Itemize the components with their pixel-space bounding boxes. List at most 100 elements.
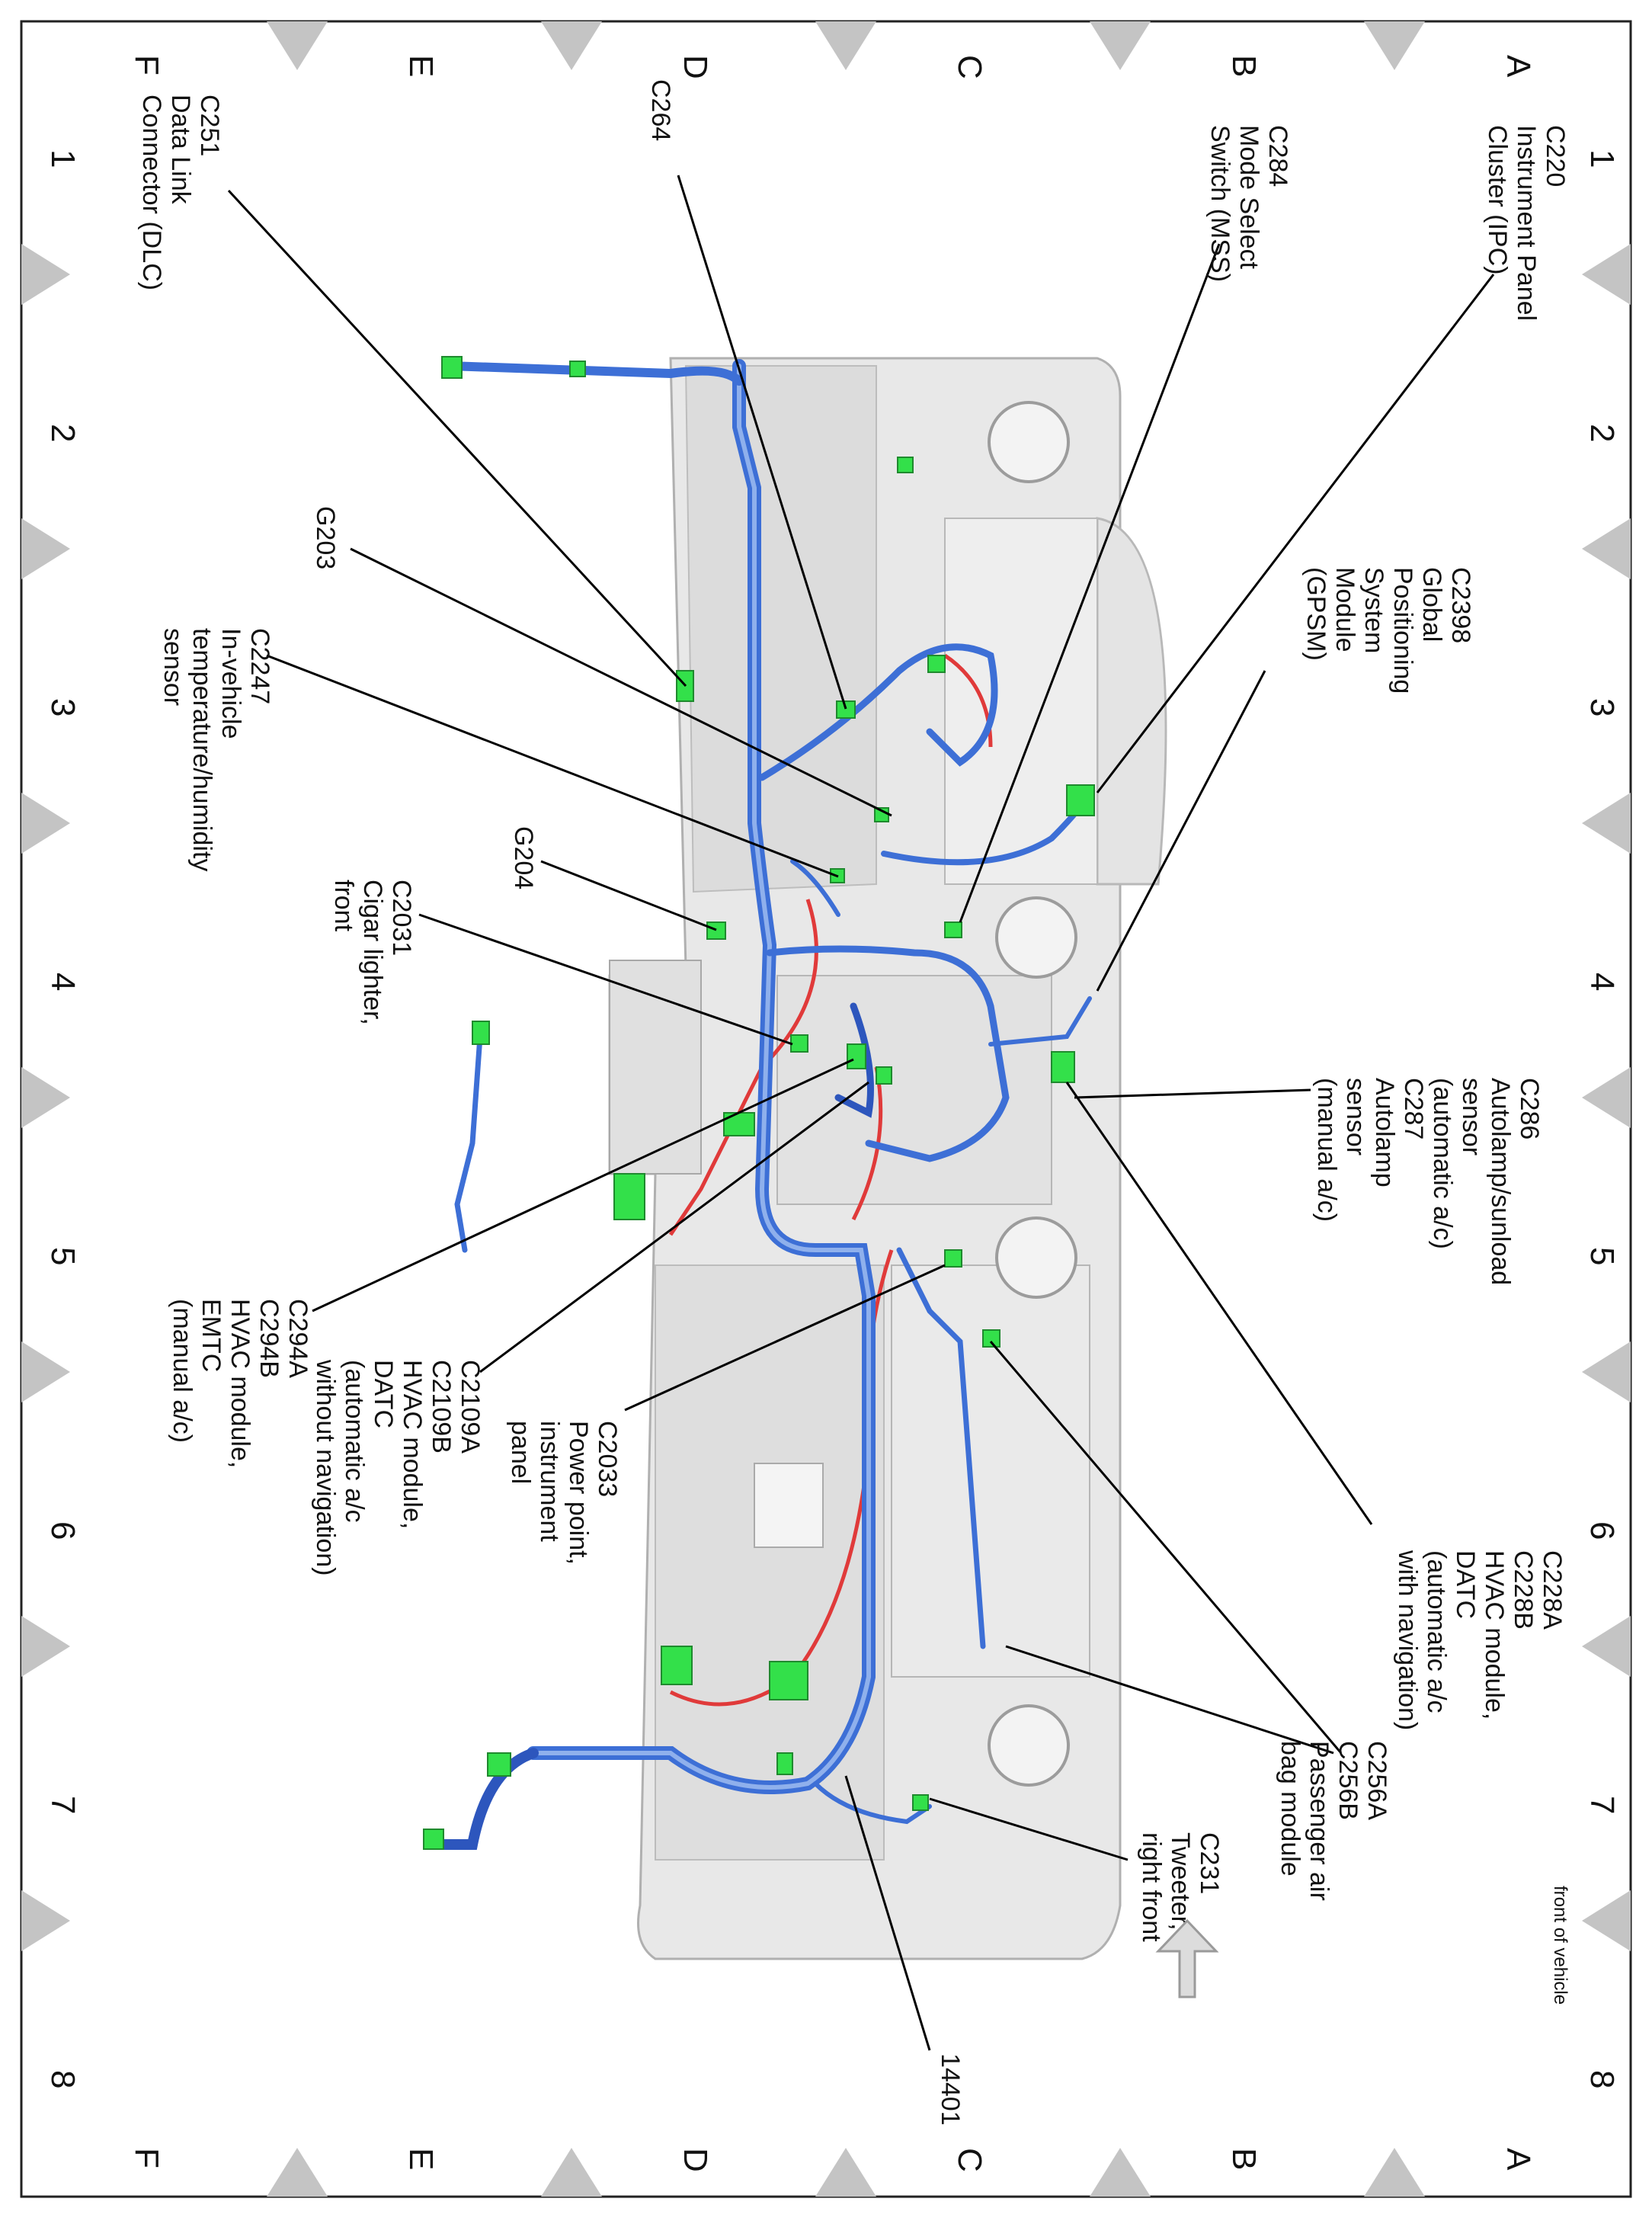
connector — [1051, 1051, 1075, 1083]
label-line: temperature/humidity — [187, 628, 216, 871]
label-line: without navigation) — [311, 1359, 340, 1576]
leader-c2398 — [1096, 670, 1266, 992]
label-line: Mode Select — [1234, 125, 1263, 270]
label-line: C2247 — [245, 628, 274, 704]
label-line: C228B — [1509, 1550, 1538, 1630]
label-c220: C220 Instrument Panel Cluster (IPC) — [1483, 125, 1570, 321]
connector — [836, 700, 856, 719]
label-line: C256B — [1333, 1741, 1362, 1820]
connector — [912, 1794, 929, 1811]
label-14401: 14401 — [936, 2053, 965, 2126]
label-line: Data Link — [166, 95, 195, 205]
panel-lower-left — [684, 365, 877, 893]
label-line: right front — [1137, 1832, 1166, 1942]
label-line: instrument — [535, 1421, 564, 1542]
connector — [847, 1043, 866, 1069]
connector — [982, 1329, 1000, 1348]
label-g204: G204 — [509, 826, 538, 889]
front-of-vehicle-label: front of vehicle — [1550, 1886, 1570, 2005]
center-stack — [776, 975, 1052, 1205]
grid-number: 5 — [44, 1247, 82, 1265]
connectors — [423, 356, 1095, 1850]
label-c2109: C2109A C2109B HVAC module, DATC (automat… — [311, 1359, 485, 1576]
label-line: C284 — [1263, 125, 1292, 187]
leader-14401 — [844, 1775, 931, 2051]
leader-c286 — [1074, 1088, 1311, 1099]
leader-c284 — [959, 243, 1221, 923]
label-line: C231 — [1195, 1832, 1224, 1894]
grid-number: 7 — [44, 1796, 82, 1814]
label-line: G204 — [509, 826, 538, 889]
grid-number: 7 — [1583, 1796, 1621, 1814]
connector — [613, 1173, 645, 1220]
label-line: (automatic a/c — [340, 1360, 369, 1523]
harness-branch-dlc — [454, 1034, 483, 1253]
grid-letter: A — [1500, 2148, 1537, 2171]
harness-branch-right — [429, 1748, 539, 1850]
grid-letter: F — [128, 55, 165, 75]
label-line: Module — [1330, 567, 1359, 652]
glovebox-area — [655, 1264, 885, 1861]
label-line: Autolamp — [1370, 1078, 1399, 1188]
label-line: In-vehicle — [216, 628, 245, 739]
harness-branch-airbag — [896, 1247, 986, 1649]
grid-letter: A — [1500, 55, 1537, 78]
label-line: Positioning — [1388, 567, 1417, 694]
label-line: C220 — [1541, 125, 1570, 187]
connector — [897, 457, 914, 473]
label-line: DATC — [1451, 1550, 1480, 1619]
harness-branch-cluster — [758, 643, 998, 781]
leader-c228 — [1065, 1082, 1373, 1525]
label-line: DATC — [369, 1360, 398, 1428]
label-line: (automatic a/c — [1422, 1550, 1451, 1713]
connector — [487, 1752, 511, 1777]
label-line: front — [329, 880, 358, 932]
leader-c2109 — [479, 1081, 869, 1373]
leader-c264 — [677, 175, 847, 710]
air-vent-right — [988, 1704, 1070, 1787]
leader-c294 — [312, 1058, 854, 1313]
grid-number: 6 — [44, 1521, 82, 1540]
connector — [723, 1112, 755, 1136]
connector — [569, 361, 586, 377]
grid-letter: C — [951, 55, 988, 79]
leader-c256b — [1005, 1645, 1334, 1755]
glovebox-latch — [754, 1463, 824, 1548]
grid-number: 2 — [1583, 424, 1621, 442]
front-of-vehicle-indicator: front of vehicle — [1155, 1886, 1570, 2005]
grid-letter: F — [128, 2148, 165, 2168]
grid-letter: E — [402, 2148, 440, 2170]
label-line: G203 — [311, 506, 340, 569]
label-line: with navigation) — [1393, 1550, 1422, 1730]
cluster-housing — [944, 518, 1098, 885]
label-line: panel — [506, 1421, 535, 1484]
label-line: Global — [1417, 567, 1446, 642]
connector — [423, 1829, 444, 1850]
air-vent-center-left — [995, 896, 1077, 979]
label-line: C2109A — [456, 1360, 485, 1454]
connector — [441, 356, 463, 379]
grid-number: 4 — [1583, 973, 1621, 991]
label-line: Tweeter, — [1166, 1832, 1195, 1931]
label-line: Power point, — [564, 1421, 593, 1565]
grid-letter: B — [1225, 2148, 1263, 2170]
label-line: HVAC module, — [1480, 1550, 1509, 1720]
connector — [944, 921, 962, 938]
harness-trunk — [531, 364, 871, 1790]
leader-c220 — [1096, 274, 1495, 793]
front-arrow-icon — [1155, 1918, 1219, 1998]
grid-number: 1 — [44, 149, 82, 168]
grid-letter: B — [1225, 55, 1263, 77]
connector — [472, 1021, 490, 1045]
grid-number: 1 — [1583, 149, 1621, 168]
grid-letter: D — [677, 2148, 714, 2172]
label-c2033: C2033 Power point, instrument panel — [506, 1421, 622, 1565]
air-vent-left — [988, 401, 1070, 483]
label-c2247: C2247 In-vehicle temperature/humidity se… — [158, 628, 274, 871]
label-c286: C286 Autolamp/sunload sensor (automatic … — [1312, 1078, 1544, 1285]
label-line: Passenger air — [1305, 1741, 1333, 1901]
harness-branch-center — [766, 945, 1010, 1162]
grid-numbers-left: 1 2 3 4 5 6 7 8 — [44, 149, 82, 2088]
label-c284: C284 Mode Select Switch (MSS) — [1205, 125, 1292, 282]
label-line: C228A — [1538, 1550, 1567, 1630]
